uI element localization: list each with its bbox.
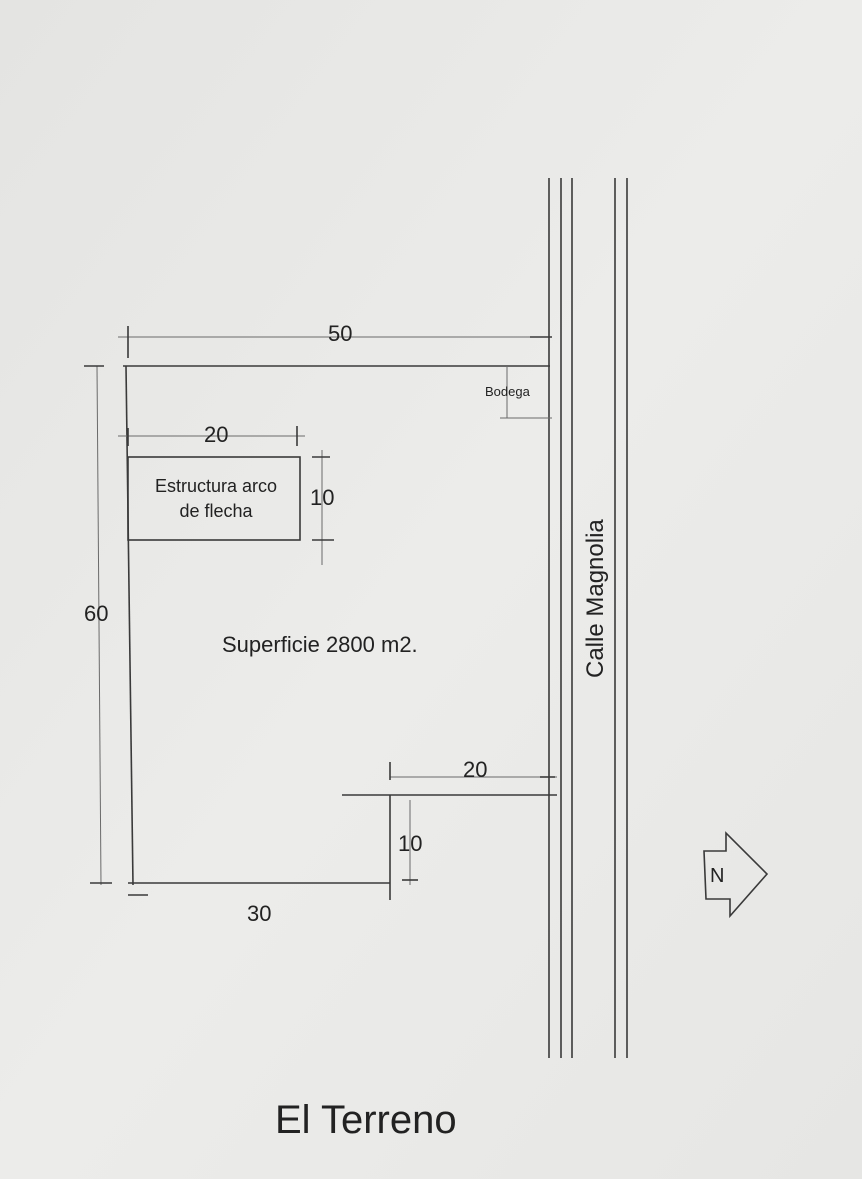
street-label: Calle Magnolia — [582, 519, 609, 678]
structure-dimensions — [118, 426, 334, 565]
north-label: N — [710, 865, 724, 887]
left-height-label: 60 — [84, 601, 108, 626]
notch-dimensions — [389, 762, 557, 885]
bottom-width-label: 30 — [247, 901, 271, 926]
left-dimension — [84, 365, 112, 886]
storage-marker — [500, 366, 552, 419]
top-dimension — [118, 326, 552, 358]
page-title: El Terreno — [275, 1098, 457, 1142]
storage-label: Bodega — [485, 384, 531, 399]
top-width-label: 50 — [328, 321, 352, 346]
notch-height-label: 10 — [398, 831, 422, 856]
plot-outline — [123, 365, 557, 900]
structure-box — [127, 456, 301, 541]
notch-width-label: 20 — [463, 757, 487, 782]
structure-label-line2: de flecha — [179, 501, 253, 521]
street-lines — [548, 178, 628, 1058]
area-label: Superficie 2800 m2. — [222, 632, 418, 657]
structure-height-label: 10 — [310, 485, 334, 510]
north-arrow-icon — [703, 831, 769, 919]
structure-label-line1: Estructura arco — [155, 476, 277, 496]
structure-width-label: 20 — [204, 422, 228, 447]
